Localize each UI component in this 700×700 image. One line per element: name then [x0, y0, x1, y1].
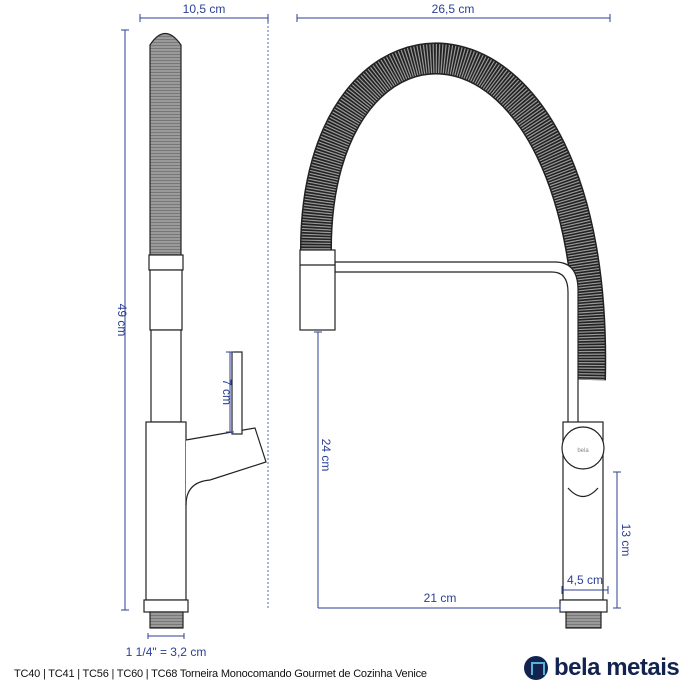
- dim-left-height: 49 cm: [115, 304, 129, 337]
- dim-body-width: 4,5 cm: [567, 573, 603, 587]
- side-handle: [231, 351, 243, 435]
- front-base: [559, 599, 608, 613]
- front-hose: [301, 44, 605, 381]
- side-collar: [148, 254, 184, 271]
- side-base: [143, 599, 189, 613]
- front-thread: [565, 611, 602, 629]
- dim-spout-height: 24 cm: [319, 439, 333, 472]
- front-hose-outline: [299, 42, 607, 381]
- brand-logo: bela metais: [524, 654, 680, 682]
- front-handle-knob: [561, 426, 605, 470]
- side-upper-body: [149, 269, 183, 331]
- dimension-lines: [121, 14, 621, 639]
- dim-right-width: 26,5 cm: [432, 2, 475, 16]
- handle-logo: bela: [577, 448, 589, 454]
- dim-body-height: 13 cm: [619, 524, 633, 557]
- front-collar: [299, 249, 336, 331]
- front-view-faucet: [299, 42, 608, 629]
- side-thread: [149, 611, 184, 629]
- product-caption: TC40 | TC41 | TC56 | TC60 | TC68 Torneir…: [14, 668, 427, 680]
- dim-thread: 1 1/4" = 3,2 cm: [126, 645, 207, 659]
- side-body: [145, 421, 187, 601]
- side-stem: [150, 329, 182, 423]
- side-hose: [149, 32, 182, 256]
- brand-name: bela metais: [554, 654, 680, 681]
- side-lever: [185, 427, 267, 506]
- dim-reach: 21 cm: [424, 591, 457, 605]
- brand-logo-icon: [524, 656, 548, 680]
- dim-handle-height: 7 cm: [220, 379, 234, 405]
- front-body-curve: [567, 487, 599, 498]
- side-view-faucet: [143, 32, 267, 629]
- dim-left-width: 10,5 cm: [183, 2, 226, 16]
- front-spout-pipe: [334, 261, 579, 426]
